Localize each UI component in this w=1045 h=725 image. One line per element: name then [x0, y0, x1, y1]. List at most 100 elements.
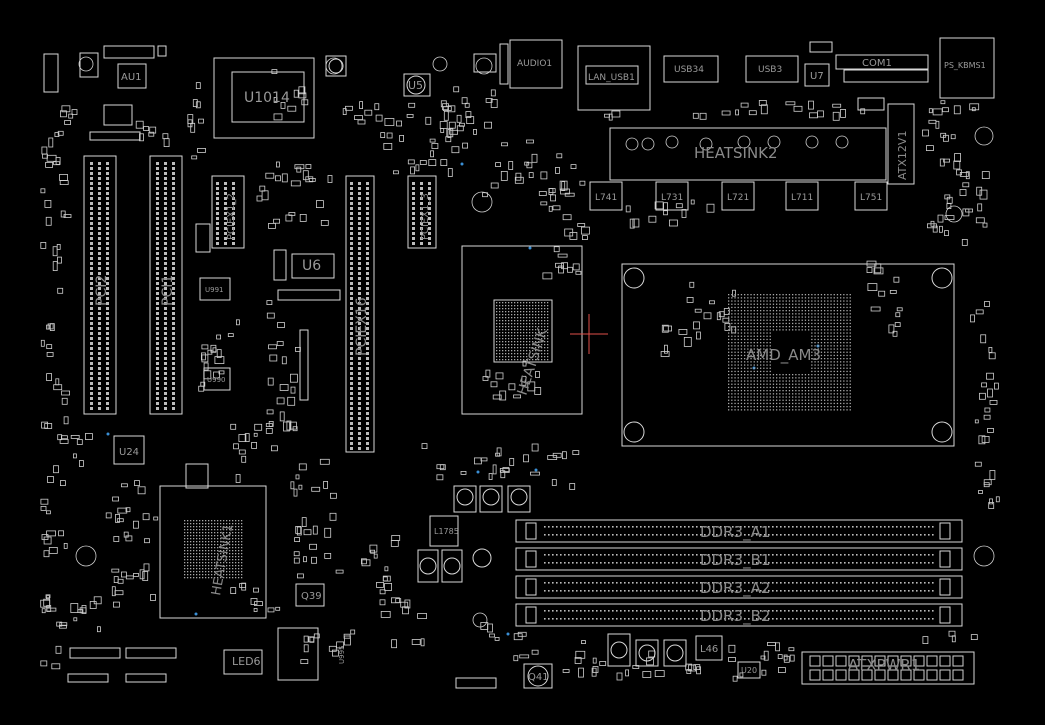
pin: [499, 344, 501, 346]
cap: [432, 56, 448, 72]
pin: [740, 380, 743, 382]
smd-part: [986, 372, 994, 380]
pin: [747, 393, 749, 395]
pin: [779, 310, 781, 312]
ddr-pin: [648, 562, 650, 564]
pin: [785, 396, 787, 398]
ddr-pin: [716, 590, 718, 592]
atx-pin: [926, 655, 938, 667]
pin: [538, 311, 540, 313]
pin: [833, 313, 835, 315]
ddr-pin: [736, 610, 738, 612]
pin: [830, 297, 832, 299]
ddr-pin: [896, 610, 898, 612]
slot-pin: [350, 352, 353, 355]
ddr-pin: [548, 554, 550, 556]
smd-part: [495, 162, 502, 168]
ddr3-pins: [544, 526, 934, 620]
smd-part: [46, 344, 53, 350]
slot-pin: [358, 387, 361, 390]
pin: [840, 310, 842, 312]
ddr-pin: [804, 610, 806, 612]
pin: [232, 550, 234, 552]
pin: [544, 314, 546, 316]
smd-part: [143, 563, 150, 572]
pin: [734, 310, 736, 312]
ddr-pin: [840, 554, 842, 556]
pin: [523, 335, 525, 337]
pin: [205, 523, 207, 525]
smd-part: [740, 102, 749, 108]
pin: [220, 529, 222, 531]
pin: [772, 409, 775, 411]
smd-part: [57, 287, 64, 294]
slot-pin: [428, 217, 431, 220]
pin: [820, 342, 823, 344]
pin: [788, 374, 791, 376]
ddr-pin: [696, 554, 698, 556]
slot-pin: [164, 372, 167, 375]
pin: [836, 322, 839, 325]
ddr-pin: [864, 618, 866, 620]
slot-pin: [412, 227, 415, 230]
pin: [785, 406, 787, 408]
pin: [830, 342, 832, 344]
pin: [843, 361, 845, 363]
smd-part: [961, 238, 968, 246]
q41-label: Q41: [528, 672, 549, 683]
slot-pin: [98, 167, 101, 170]
slot-pin: [350, 312, 353, 315]
pin: [731, 319, 733, 321]
ddr-pin: [580, 526, 582, 528]
smd-part: [989, 399, 998, 405]
pin: [529, 311, 531, 313]
pin: [728, 326, 730, 328]
pin: [538, 353, 540, 355]
pin: [785, 386, 787, 389]
pin: [824, 383, 826, 385]
ddr-pin: [920, 610, 922, 612]
ddr-pin: [620, 582, 622, 584]
pin: [814, 393, 816, 395]
smd-part: [40, 505, 47, 511]
smd-part: [254, 423, 263, 431]
ddr-pin: [632, 618, 634, 620]
pin: [849, 386, 851, 389]
pin: [744, 383, 746, 385]
pin: [792, 409, 794, 411]
pin: [849, 329, 851, 331]
ddr-pin: [820, 554, 822, 556]
pin: [833, 316, 835, 318]
pin: [750, 393, 752, 395]
pin: [756, 364, 759, 366]
slot-pin: [366, 402, 369, 405]
atx12v-connector: [887, 103, 915, 185]
pin: [833, 294, 835, 296]
ddr-pin: [872, 582, 874, 584]
slot-pin: [366, 222, 369, 225]
pin: [840, 386, 842, 389]
slot-pin: [358, 262, 361, 265]
pin: [211, 568, 213, 570]
pin: [753, 354, 755, 357]
pin: [538, 329, 540, 331]
pin: [535, 323, 537, 325]
slot-pin: [156, 162, 159, 165]
pin: [235, 571, 237, 573]
smd-part: [453, 86, 460, 93]
pin: [541, 341, 543, 343]
pin: [499, 323, 501, 325]
pin: [820, 406, 823, 408]
pin: [238, 571, 240, 573]
smd-part: [298, 86, 306, 95]
pin: [526, 332, 528, 334]
ps-kbms-label: PS_KBMS1: [944, 61, 986, 70]
pin: [529, 359, 531, 361]
pin: [801, 297, 803, 299]
smd-part: [197, 147, 206, 153]
pin: [785, 377, 787, 379]
pin: [779, 396, 781, 398]
slot-pin: [90, 227, 93, 230]
pin: [229, 553, 231, 555]
pin: [526, 302, 528, 304]
